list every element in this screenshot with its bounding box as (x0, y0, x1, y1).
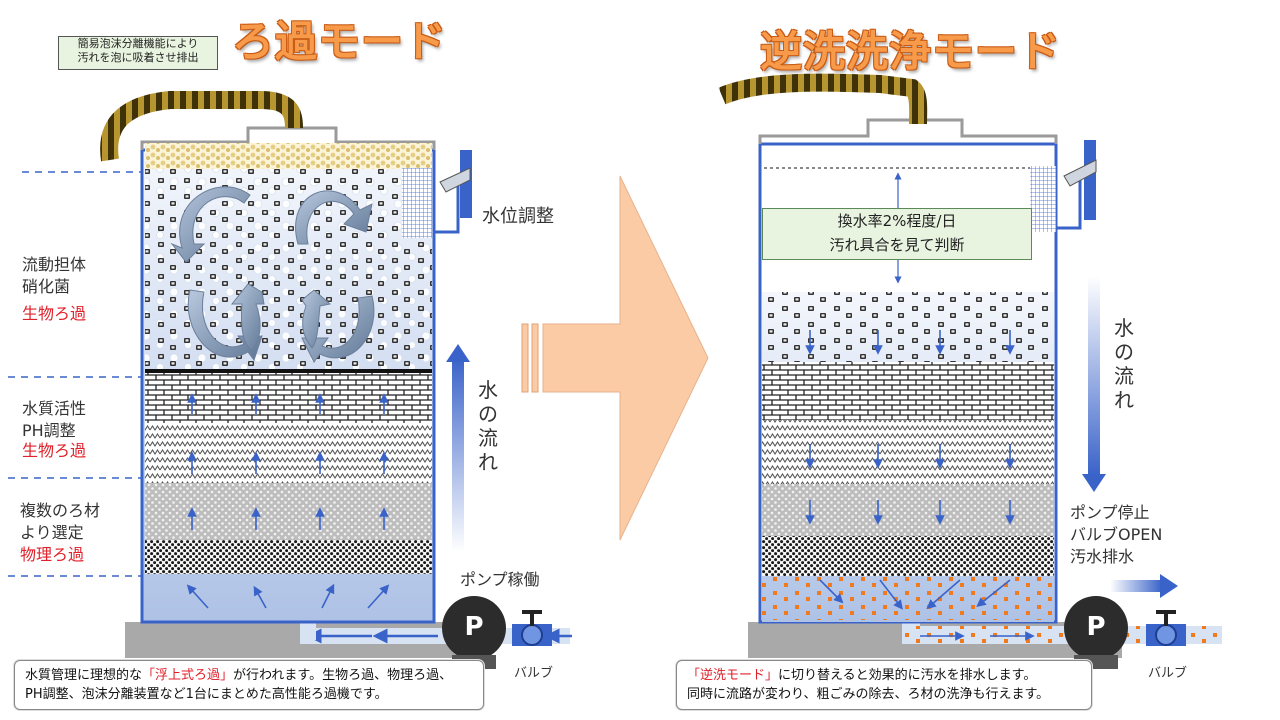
label-group-1-line2: 硝化菌 (22, 277, 71, 296)
left-foam-layer (145, 143, 432, 169)
foam-callout: 簡易泡沫分離機能により 汚れを泡に吸着させ排出 (58, 36, 218, 70)
left-note-line1: 水質管理に理想的な「浮上式ろ過」が行われます。生物ろ過、物理ろ過、 (25, 666, 473, 685)
right-valve-label: バルブ (1148, 666, 1188, 681)
exchange-rate-line2: 汚れ具合を見て判断 (829, 236, 965, 254)
label-group-1-line1: 流動担体 (22, 255, 87, 274)
label-group-2-line2: PH調整 (22, 421, 76, 440)
label-group-2: 水質活性 PH調整 生物ろ過 (22, 398, 86, 462)
mode-switch-arrow (521, 175, 709, 541)
left-flow-label: 水の流れ (478, 378, 498, 474)
left-layer-gray-media (145, 483, 432, 540)
label-group-3-line1: 複数のろ材 (20, 501, 101, 520)
left-flow-arrow (446, 344, 470, 552)
pump-stop-status: ポンプ停止 バルブOPEN 汚水排水 (1070, 502, 1162, 568)
left-circulation-arrows (170, 186, 375, 363)
left-level-mesh (402, 168, 432, 238)
label-group-3: 複数のろ材 より選定 物理ろ過 (20, 500, 100, 566)
right-description-note: 「逆洗モード」に切り替えると効果的に汚水を排水します。 同時に流路が変わり、粗ご… (676, 660, 1092, 710)
left-layer-dividers (8, 171, 142, 577)
foam-callout-line1: 簡易泡沫分離機能により (77, 37, 199, 50)
left-note-line2: PH調整、泡沫分離装置など1台にまとめた高性能ろ過機です。 (25, 687, 388, 702)
left-description-note: 水質管理に理想的な「浮上式ろ過」が行われます。生物ろ過、物理ろ過、 PH調整、泡… (14, 660, 484, 710)
right-pump (1064, 596, 1128, 660)
left-valve-icon (512, 610, 552, 646)
right-note-highlight: 「逆洗モード」 (687, 668, 779, 683)
status-line3: 汚水排水 (1070, 547, 1135, 566)
right-valve-icon (1146, 610, 1186, 646)
right-title: 逆洗洗浄モード (760, 27, 1062, 76)
label-group-1-red: 生物ろ過 (22, 304, 87, 323)
status-line1: ポンプ停止 (1070, 503, 1150, 522)
label-group-3-red: 物理ろ過 (20, 545, 85, 564)
left-note-pre: 水質管理に理想的な (25, 668, 143, 683)
exchange-rate-box: 換水率2%程度/日 汚れ具合を見て判断 (762, 208, 1032, 260)
label-group-1: 流動担体 硝化菌 生物ろ過 (22, 254, 86, 325)
right-flow-arrow (1082, 276, 1106, 492)
left-layer-brick (145, 373, 432, 423)
left-note-highlight: 「浮上式ろ過」 (142, 668, 234, 683)
left-up-arrows (186, 393, 390, 609)
label-group-2-red: 生物ろ過 (22, 441, 87, 460)
foam-callout-line2: 汚れを泡に吸着させ排出 (77, 51, 199, 64)
pump-running-label: ポンプ稼働 (460, 570, 540, 589)
right-down-arrows (805, 330, 1035, 641)
drain-arrow (1110, 574, 1178, 598)
left-title: ろ過モード (232, 17, 448, 66)
right-flow-label: 水の流れ (1114, 316, 1134, 412)
left-note-post: が行われます。生物ろ過、物理ろ過、 (233, 668, 453, 683)
left-layer-black-media (145, 540, 432, 574)
label-group-2-line1: 水質活性 (22, 399, 87, 418)
left-foam-hose (100, 91, 303, 162)
right-note-line1: 「逆洗モード」に切り替えると効果的に汚水を排水します。 (687, 666, 1081, 685)
exchange-rate-line1: 換水率2%程度/日 (837, 212, 957, 230)
left-pump-letter: P (464, 612, 484, 642)
left-layer-zigzag (145, 423, 432, 483)
right-note-post: に切り替えると効果的に汚水を排水します。 (778, 668, 1037, 683)
label-group-3-line2: より選定 (20, 523, 84, 542)
level-adjust-label: 水位調整 (482, 206, 554, 227)
right-note-line2: 同時に流路が変わり、粗ごみの除去、ろ材の洗浄も行えます。 (687, 687, 1050, 702)
left-tank (100, 91, 572, 669)
status-line2: バルブOPEN (1070, 525, 1163, 544)
right-pump-letter: P (1086, 612, 1106, 642)
left-valve-label: バルブ (514, 666, 554, 681)
left-pump (442, 596, 506, 660)
